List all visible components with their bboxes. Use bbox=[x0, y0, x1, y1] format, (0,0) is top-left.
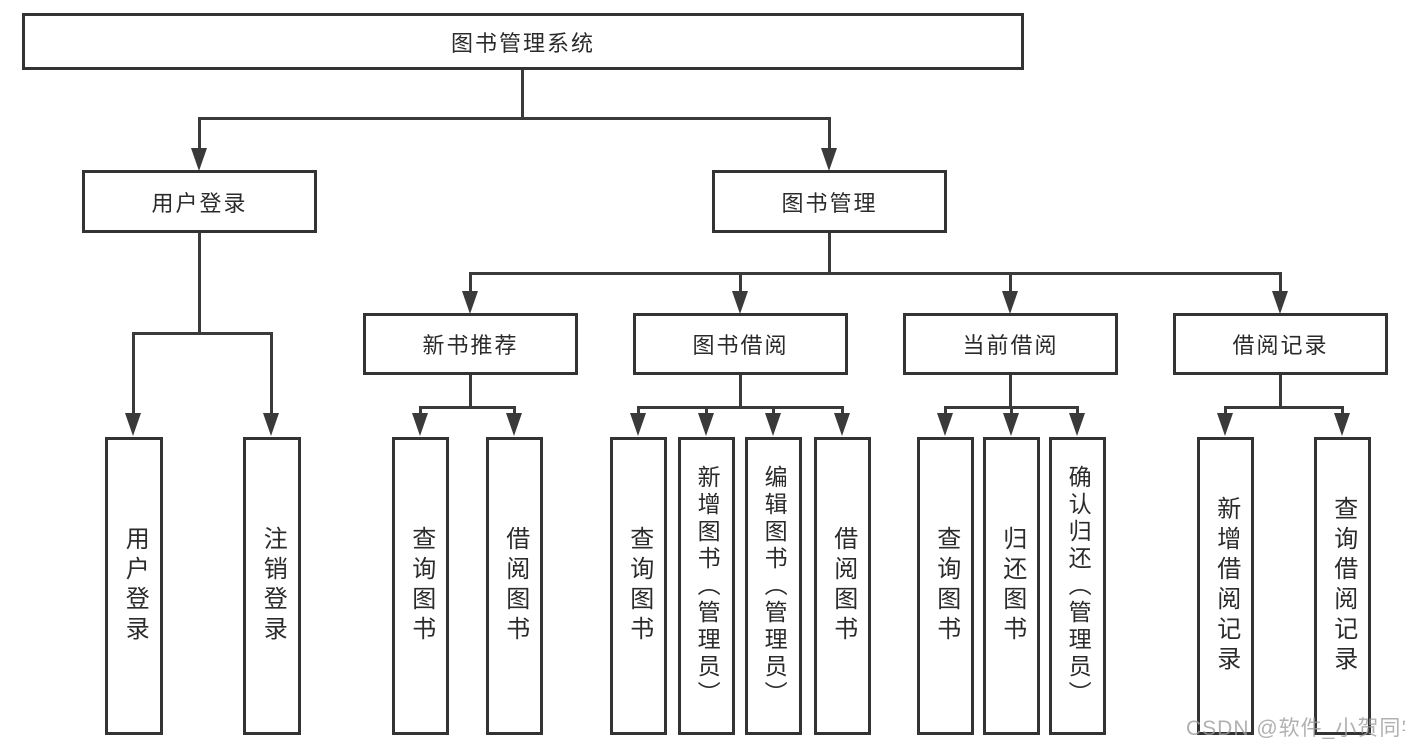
connector-leaf-query1-stem bbox=[419, 406, 422, 415]
arrowhead-book-borrow bbox=[732, 291, 748, 314]
connector-book-mgmt-drop bbox=[828, 233, 831, 275]
leaf-confirm-return: 确认归还（管理员） bbox=[1049, 437, 1106, 735]
connector-new-book-drop bbox=[469, 375, 472, 409]
leaf-query-book-1: 查询图书 bbox=[392, 437, 449, 735]
connector-level2-rail bbox=[198, 117, 831, 120]
node-user-login-label: 用户登录 bbox=[151, 190, 248, 216]
arrowhead-user-login bbox=[191, 148, 207, 171]
connector-new-book-rail bbox=[419, 406, 516, 409]
connector-borrow-records-stem bbox=[1279, 272, 1282, 292]
leaf-logout: 注销登录 bbox=[243, 437, 301, 735]
connector-leaf-borrow1-stem bbox=[513, 406, 516, 415]
node-borrow-records: 借阅记录 bbox=[1173, 313, 1388, 375]
leaf-query-book-2-label: 查询图书 bbox=[625, 526, 653, 646]
leaf-logout-label: 注销登录 bbox=[259, 526, 287, 646]
node-book-mgmt: 图书管理 bbox=[712, 170, 947, 233]
arrowhead-leaf-query2 bbox=[630, 413, 646, 436]
arrowhead-leaf-confirm bbox=[1069, 413, 1085, 436]
node-new-book-rec-label: 新书推荐 bbox=[422, 333, 519, 358]
leaf-add-book-label: 新增图书（管理员） bbox=[694, 464, 721, 708]
node-book-borrow: 图书借阅 bbox=[633, 313, 848, 375]
leaf-confirm-return-label: 确认归还（管理员） bbox=[1065, 464, 1092, 708]
arrowhead-leaf-query-record bbox=[1334, 413, 1350, 436]
connector-new-book-stem bbox=[469, 272, 472, 292]
arrowhead-leaf-add-book bbox=[698, 413, 714, 436]
leaf-borrow-book-2-label: 借阅图书 bbox=[829, 526, 857, 646]
leaf-query-book-1-label: 查询图书 bbox=[407, 526, 435, 646]
connector-leaf-return-stem bbox=[1010, 406, 1013, 415]
node-current-borrow: 当前借阅 bbox=[903, 313, 1118, 375]
arrowhead-leaf-edit-book bbox=[765, 413, 781, 436]
connector-book-mgmt-stem bbox=[828, 117, 831, 152]
connector-leaf-borrow2-stem bbox=[841, 406, 844, 415]
leaf-user-login: 用户登录 bbox=[105, 437, 163, 735]
arrowhead-leaf-return bbox=[1003, 413, 1019, 436]
arrowhead-new-book bbox=[462, 291, 478, 314]
arrowhead-leaf-query3 bbox=[937, 413, 953, 436]
leaf-borrow-book-1-label: 借阅图书 bbox=[501, 526, 529, 646]
leaf-edit-book-label: 编辑图书（管理员） bbox=[761, 464, 788, 708]
node-book-mgmt-label: 图书管理 bbox=[781, 190, 878, 216]
leaf-borrow-book-2: 借阅图书 bbox=[814, 437, 871, 735]
connector-leaf-user-login-stem bbox=[132, 332, 135, 414]
connector-leaf-add-book-stem bbox=[705, 406, 708, 415]
leaf-edit-book: 编辑图书（管理员） bbox=[745, 437, 802, 735]
connector-book-borrow-rail bbox=[637, 406, 844, 409]
node-root-label: 图书管理系统 bbox=[450, 30, 595, 56]
leaf-add-record: 新增借阅记录 bbox=[1197, 437, 1254, 735]
connector-leaf-query3-stem bbox=[944, 406, 947, 415]
connector-user-login-rail bbox=[132, 332, 273, 335]
connector-leaf-confirm-stem bbox=[1076, 406, 1079, 415]
node-user-login: 用户登录 bbox=[82, 170, 317, 233]
arrowhead-leaf-user-login bbox=[125, 413, 141, 436]
arrowhead-leaf-add-record bbox=[1217, 413, 1233, 436]
connector-root-drop bbox=[521, 70, 524, 120]
node-new-book-rec: 新书推荐 bbox=[363, 313, 578, 375]
leaf-add-book: 新增图书（管理员） bbox=[678, 437, 735, 735]
csdn-watermark: CSDN @软件_小贺同学 bbox=[1186, 717, 1405, 740]
connector-level3-rail bbox=[469, 272, 1282, 275]
arrowhead-leaf-borrow1 bbox=[506, 413, 522, 436]
connector-leaf-logout-stem bbox=[270, 332, 273, 414]
leaf-return-book: 归还图书 bbox=[983, 437, 1040, 735]
leaf-add-record-label: 新增借阅记录 bbox=[1212, 496, 1240, 676]
connector-leaf-add-record-stem bbox=[1224, 406, 1227, 415]
leaf-borrow-book-1: 借阅图书 bbox=[486, 437, 543, 735]
leaf-user-login-label: 用户登录 bbox=[121, 526, 149, 646]
leaf-return-book-label: 归还图书 bbox=[998, 526, 1026, 646]
connector-book-borrow-stem bbox=[739, 272, 742, 292]
connector-current-borrow-stem bbox=[1009, 272, 1012, 292]
connector-user-login-drop bbox=[198, 233, 201, 335]
node-book-borrow-label: 图书借阅 bbox=[692, 333, 789, 358]
arrowhead-leaf-query1 bbox=[412, 413, 428, 436]
connector-user-login-stem bbox=[198, 117, 201, 152]
leaf-query-record-label: 查询借阅记录 bbox=[1329, 496, 1357, 676]
arrowhead-borrow-records bbox=[1272, 291, 1288, 314]
connector-leaf-query-record-stem bbox=[1341, 406, 1344, 415]
connector-borrow-records-drop bbox=[1279, 375, 1282, 409]
arrowhead-book-mgmt bbox=[821, 148, 837, 171]
connector-leaf-query2-stem bbox=[637, 406, 640, 415]
connector-book-borrow-drop bbox=[739, 375, 742, 409]
arrowhead-leaf-borrow2 bbox=[834, 413, 850, 436]
connector-leaf-edit-book-stem bbox=[772, 406, 775, 415]
connector-borrow-records-rail bbox=[1224, 406, 1344, 409]
leaf-query-record: 查询借阅记录 bbox=[1314, 437, 1371, 735]
leaf-query-book-3-label: 查询图书 bbox=[932, 526, 960, 646]
connector-current-borrow-drop bbox=[1009, 375, 1012, 409]
arrowhead-current-borrow bbox=[1002, 291, 1018, 314]
node-root: 图书管理系统 bbox=[22, 13, 1024, 70]
leaf-query-book-3: 查询图书 bbox=[917, 437, 974, 735]
node-borrow-records-label: 借阅记录 bbox=[1232, 333, 1329, 358]
leaf-query-book-2: 查询图书 bbox=[610, 437, 667, 735]
arrowhead-leaf-logout bbox=[263, 413, 279, 436]
node-current-borrow-label: 当前借阅 bbox=[962, 333, 1059, 358]
